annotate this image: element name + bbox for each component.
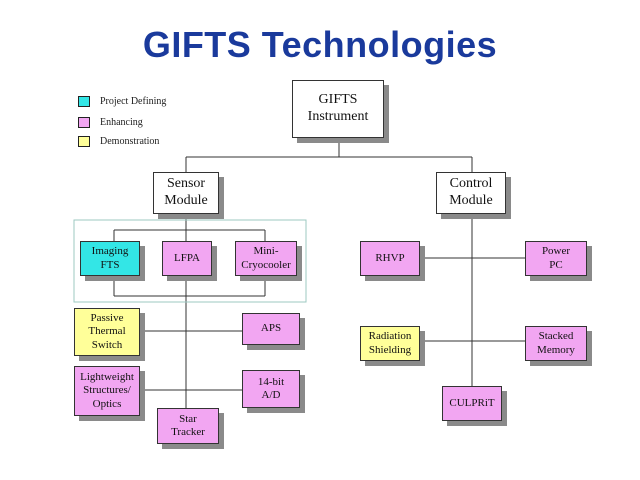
project-defining-group-outline <box>73 219 307 303</box>
legend-label: Demonstration <box>100 136 160 147</box>
node-lfpa: LFPA <box>162 241 212 276</box>
legend-project-defining: Project Defining <box>78 96 166 107</box>
node-lightweight-structures-optics: Lightweight Structures/ Optics <box>74 366 140 416</box>
node-mini-cryocooler: Mini- Cryocooler <box>235 241 297 276</box>
legend-swatch-pink <box>78 117 90 128</box>
node-rhvp: RHVP <box>360 241 420 276</box>
node-passive-thermal-switch: Passive Thermal Switch <box>74 308 140 356</box>
node-control-module: Control Module <box>436 172 506 214</box>
legend-enhancing: Enhancing <box>78 117 143 128</box>
legend-swatch-yellow <box>78 136 90 147</box>
node-stacked-memory: Stacked Memory <box>525 326 587 361</box>
node-power-pc: Power PC <box>525 241 587 276</box>
node-radiation-shielding: Radiation Shielding <box>360 326 420 361</box>
slide-title: GIFTS Technologies <box>142 24 498 65</box>
legend-demonstration: Demonstration <box>78 136 159 147</box>
node-gifts-instrument: GIFTS Instrument <box>292 80 384 138</box>
node-imaging-fts: Imaging FTS <box>80 241 140 276</box>
node-culprit: CULPRiT <box>442 386 502 421</box>
node-sensor-module: Sensor Module <box>153 172 219 214</box>
legend-swatch-cyan <box>78 96 90 107</box>
node-star-tracker: Star Tracker <box>157 408 219 444</box>
legend-label: Project Defining <box>100 96 167 107</box>
node-14bit-ad: 14-bit A/D <box>242 370 300 408</box>
legend-label: Enhancing <box>100 117 143 128</box>
node-aps: APS <box>242 313 300 345</box>
